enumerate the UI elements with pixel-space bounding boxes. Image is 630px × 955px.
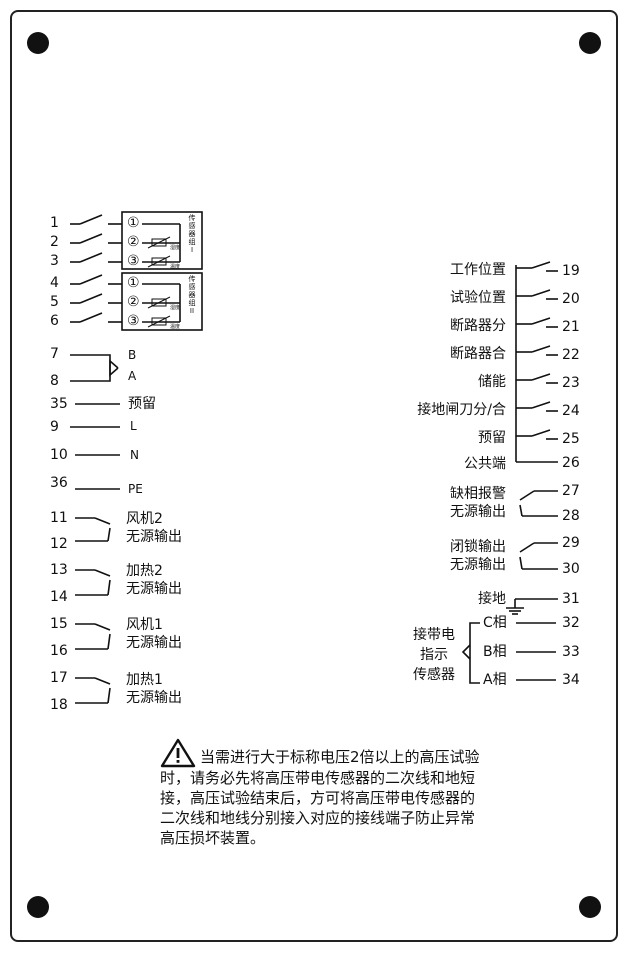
mounting-hole-bottom-left xyxy=(27,896,49,918)
terminal-3: 3 xyxy=(50,253,59,269)
rs485-wiring xyxy=(70,354,119,382)
terminal-23: 23 xyxy=(562,375,580,391)
label-PE: PE xyxy=(128,482,143,496)
terminal-31: 31 xyxy=(562,591,580,607)
sensor-1-humidity-tag: 湿度 xyxy=(170,245,181,251)
terminal-6: 6 xyxy=(50,313,59,329)
ground-label: 接地 xyxy=(478,591,506,607)
sensor-2-humidity-tag: 湿度 xyxy=(170,305,181,311)
alarm-line2: 无源输出 xyxy=(450,504,506,520)
terminal-24: 24 xyxy=(562,403,580,419)
sensor-2-circle-3: ③ xyxy=(127,313,140,329)
position-label-breaker-close: 断路器合 xyxy=(450,346,506,362)
label-N: N xyxy=(130,448,139,462)
terminal-19: 19 xyxy=(562,263,580,279)
relay-fan1-sub: 无源输出 xyxy=(126,635,182,651)
relay-contacts xyxy=(75,517,111,704)
terminal-25: 25 xyxy=(562,431,580,447)
alarm-relay-wiring xyxy=(519,490,558,517)
phase-C-label: C相 xyxy=(483,615,507,631)
terminal-15: 15 xyxy=(50,616,68,632)
terminal-20: 20 xyxy=(562,291,580,307)
sensor-1-temp-tag: 温度 xyxy=(170,264,181,270)
ground-symbol xyxy=(506,598,558,615)
terminal-8: 8 xyxy=(50,373,59,389)
terminal-32: 32 xyxy=(562,615,580,631)
label-A: A xyxy=(128,369,137,383)
warning-text: 当需进行大于标称电压2倍以上的高压试验时，请务必先将高压带电传感器的二次线和地短… xyxy=(160,748,480,847)
alarm-line1: 缺相报警 xyxy=(450,486,506,502)
terminal-panel xyxy=(10,10,618,942)
relay-heat2-sub: 无源输出 xyxy=(126,581,182,597)
terminal-34: 34 xyxy=(562,672,580,688)
lock-line1: 闭锁输出 xyxy=(450,539,506,555)
position-label-earth-switch: 接地闸刀分/合 xyxy=(417,402,506,418)
sensor-1-circle-3: ③ xyxy=(127,253,140,269)
terminal-1: 1 xyxy=(50,215,59,231)
terminal-27: 27 xyxy=(562,483,580,499)
sensor-group-2-wiring xyxy=(70,272,203,331)
live-sensor-wiring xyxy=(461,622,556,684)
terminal-11: 11 xyxy=(50,510,68,526)
live-sensor-label: 接带电 指示 传感器 xyxy=(413,627,455,683)
position-label-breaker-open: 断路器分 xyxy=(450,318,506,334)
mounting-hole-top-right xyxy=(579,32,601,54)
phase-A-label: A相 xyxy=(483,672,507,688)
lock-relay-wiring xyxy=(519,542,558,570)
position-label-energy-store: 储能 xyxy=(478,374,506,390)
terminal-7: 7 xyxy=(50,346,59,362)
terminal-35: 35 xyxy=(50,396,68,412)
terminal-30: 30 xyxy=(562,561,580,577)
relay-fan2-name: 风机2 xyxy=(126,511,163,527)
sensor-2-temp-tag: 温度 xyxy=(170,324,181,330)
terminal-4: 4 xyxy=(50,275,59,291)
terminal-13: 13 xyxy=(50,562,68,578)
label-reserved-left: 预留 xyxy=(128,396,156,412)
warning-note: 当需进行大于标称电压2倍以上的高压试验时，请务必先将高压带电传感器的二次线和地短… xyxy=(160,738,480,848)
phase-B-label: B相 xyxy=(483,644,507,660)
terminal-17: 17 xyxy=(50,670,68,686)
lock-line2: 无源输出 xyxy=(450,557,506,573)
warning-icon xyxy=(160,738,196,768)
sensor-1-circle-2: ② xyxy=(127,234,140,250)
terminal-12: 12 xyxy=(50,536,68,552)
common-terminal-label: 公共端 xyxy=(464,456,506,472)
terminal-22: 22 xyxy=(562,347,580,363)
terminal-14: 14 xyxy=(50,589,68,605)
relay-fan2-sub: 无源输出 xyxy=(126,529,182,545)
mounting-hole-top-left xyxy=(27,32,49,54)
mounting-hole-bottom-right xyxy=(579,896,601,918)
terminal-9: 9 xyxy=(50,419,59,435)
position-label-work: 工作位置 xyxy=(450,262,506,278)
label-L: L xyxy=(130,419,137,433)
relay-heat2-name: 加热2 xyxy=(126,563,163,579)
terminal-2: 2 xyxy=(50,234,59,250)
terminal-16: 16 xyxy=(50,643,68,659)
terminal-10: 10 xyxy=(50,447,68,463)
terminal-28: 28 xyxy=(562,508,580,524)
sensor-1-circle-1: ① xyxy=(127,215,140,231)
sensor-2-circle-1: ① xyxy=(127,275,140,291)
terminal-33: 33 xyxy=(562,644,580,660)
position-label-reserved: 预留 xyxy=(478,430,506,446)
terminal-18: 18 xyxy=(50,697,68,713)
sensor-group-1-wiring xyxy=(70,211,203,270)
relay-heat1-name: 加热1 xyxy=(126,672,163,688)
position-label-test: 试验位置 xyxy=(450,290,506,306)
terminal-29: 29 xyxy=(562,535,580,551)
terminal-26: 26 xyxy=(562,455,580,471)
terminal-21: 21 xyxy=(562,319,580,335)
sensor-2-circle-2: ② xyxy=(127,294,140,310)
relay-fan1-name: 风机1 xyxy=(126,617,163,633)
label-B: B xyxy=(128,348,137,362)
position-switch-wiring xyxy=(515,261,558,463)
terminal-36: 36 xyxy=(50,475,68,491)
relay-heat1-sub: 无源输出 xyxy=(126,690,182,706)
terminal-5: 5 xyxy=(50,294,59,310)
